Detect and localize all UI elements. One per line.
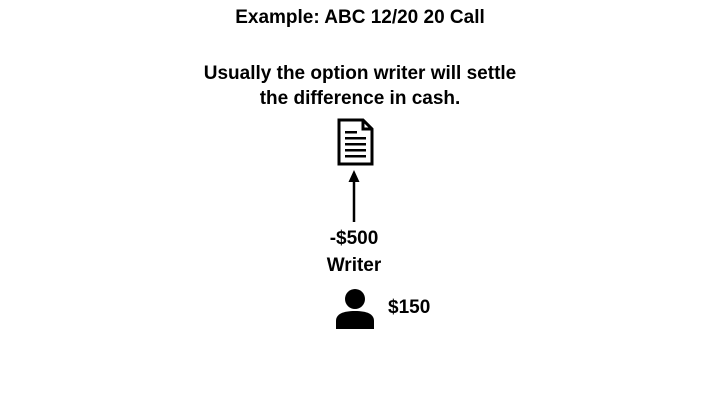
- body-line-1: Usually the option writer will settle: [203, 63, 517, 84]
- body-line-2: the difference in cash.: [259, 88, 461, 109]
- slide-title: Example: ABC 12/20 20 Call: [235, 7, 485, 28]
- arrow-up-icon: [348, 170, 360, 222]
- writer-balance: $150: [388, 297, 431, 318]
- slide-body-text: Usually the option writer will settle th…: [0, 61, 720, 111]
- writer-role-label: Writer: [326, 255, 382, 276]
- document-icon: [337, 118, 374, 166]
- writer-amount: -$500: [329, 228, 379, 249]
- person-icon: [336, 289, 374, 329]
